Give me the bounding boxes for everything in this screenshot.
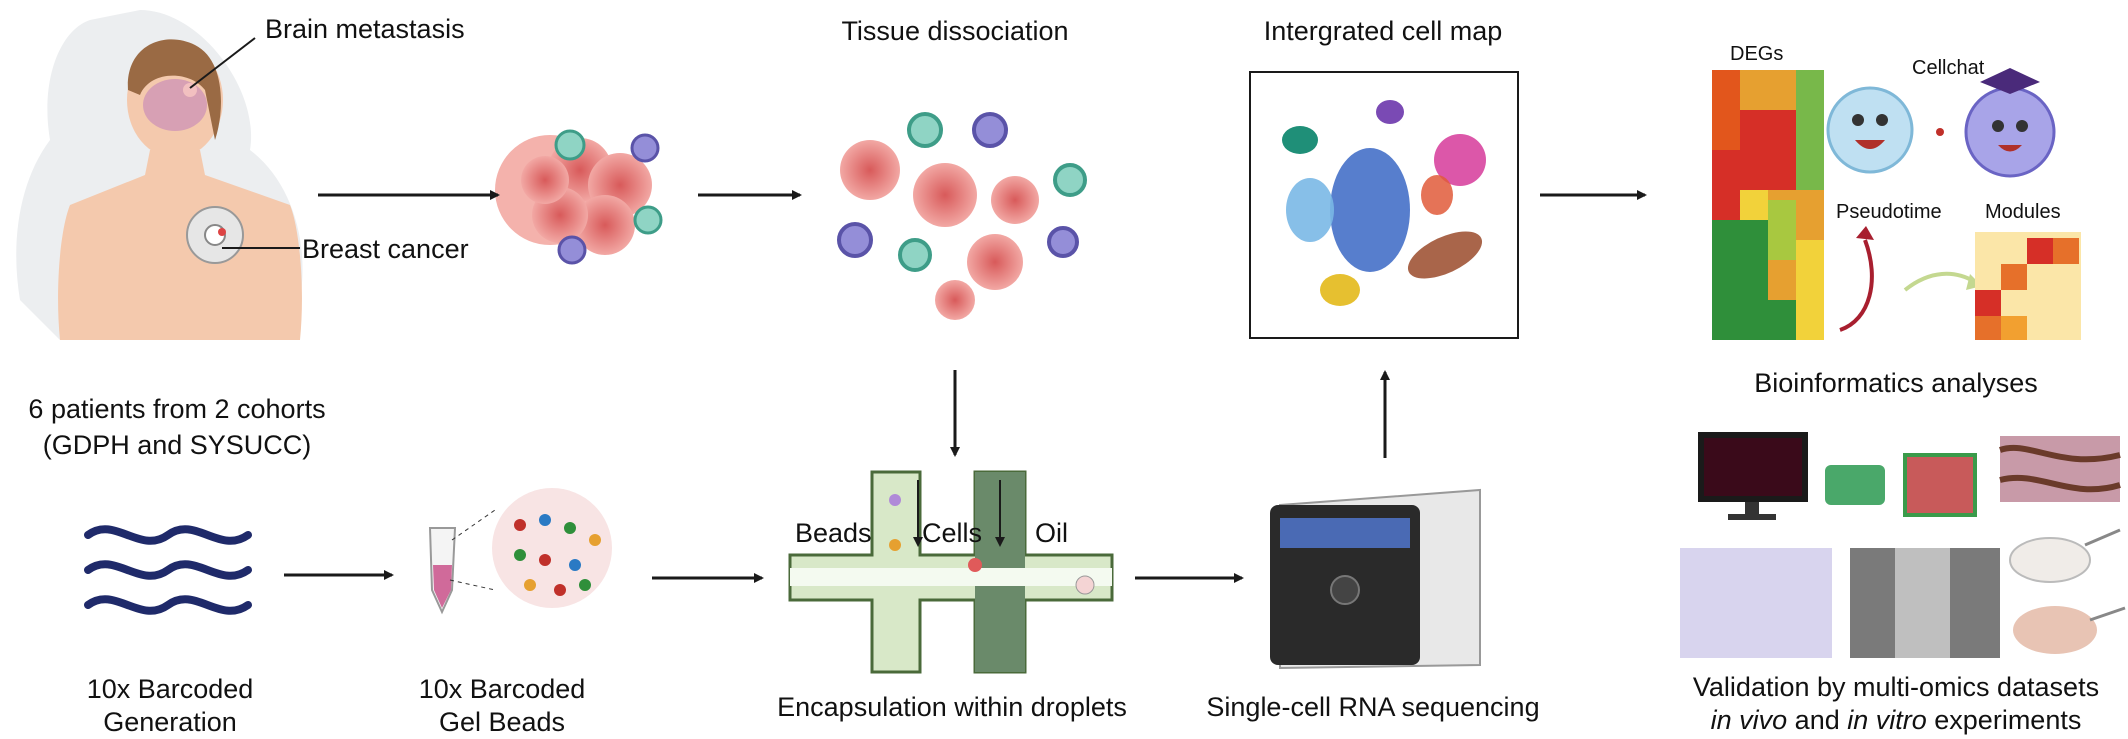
brain-metastasis-leader: [189, 37, 256, 89]
validation-images: [1680, 432, 2126, 658]
integrated-cell-map-label: Intergrated cell map: [1263, 16, 1503, 46]
tissue-dissociation-label: Tissue dissociation: [841, 16, 1069, 46]
experiments-text: experiments: [1926, 705, 2082, 735]
beads-label: Beads: [795, 518, 872, 548]
in-vivo-text: in vivo: [1710, 705, 1788, 735]
in-vitro-text: in vitro: [1847, 705, 1927, 735]
oil-label: Oil: [1035, 518, 1068, 548]
validation-label-line1: Validation by multi-omics datasets: [1692, 672, 2100, 702]
dissociated-cells: [837, 112, 1087, 320]
microfluidic-chip: [788, 470, 1114, 674]
modules-heatmap: [1975, 232, 2081, 340]
sequencing-label: Single-cell RNA sequencing: [1206, 692, 1540, 722]
degs-heatmap: [1712, 70, 1824, 340]
barcode-waves: [84, 525, 252, 615]
cellchat-illustration: [1826, 68, 2056, 178]
gel-beads-line1: 10x Barcoded: [418, 674, 586, 704]
breast-cancer-label: Breast cancer: [302, 234, 469, 264]
modules-label: Modules: [1985, 201, 2061, 223]
cell-map-clusters: [1282, 100, 1486, 306]
cells-label: Cells: [922, 518, 983, 548]
gel-beads-line2: Gel Beads: [438, 707, 566, 737]
encapsulation-label: Encapsulation within droplets: [777, 692, 1127, 722]
sequencer-machine: [1270, 488, 1481, 670]
tumor-tissue-cluster: [495, 129, 663, 265]
bioinformatics-label: Bioinformatics analyses: [1754, 368, 2038, 398]
patients-label-line2: (GDPH and SYSUCC): [42, 430, 312, 460]
validation-label-line2: in vivo and in vitro experiments: [1711, 703, 2082, 737]
pseudotime-label: Pseudotime: [1836, 201, 1942, 223]
barcoded-generation-line2: Generation: [103, 707, 237, 737]
gel-beads-illustration: [428, 488, 612, 615]
degs-label: DEGs: [1730, 43, 1784, 65]
workflow-arrows: [284, 190, 1647, 583]
patient-illustration: [16, 10, 303, 340]
pseudotime-arrows: [1839, 226, 1982, 332]
and-text: and: [1787, 705, 1848, 735]
patients-label-line1: 6 patients from 2 cohorts: [28, 394, 326, 424]
barcoded-generation-line1: 10x Barcoded: [86, 674, 254, 704]
cellchat-label: Cellchat: [1912, 57, 1985, 79]
brain-metastasis-label: Brain metastasis: [265, 14, 465, 44]
